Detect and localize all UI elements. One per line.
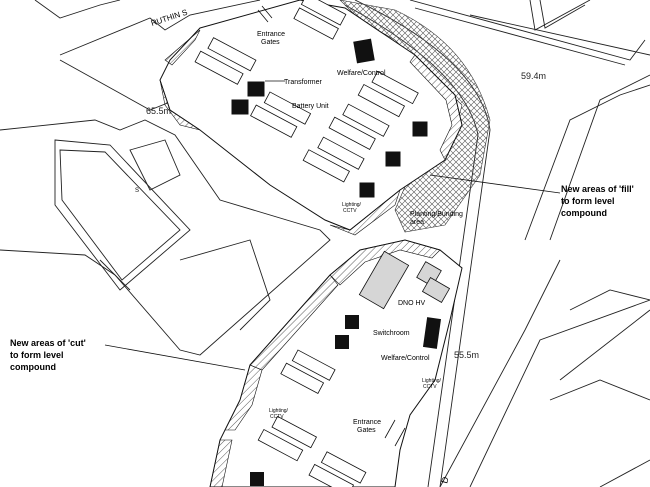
level-labels: 65.5m 59.4m 55.5m — [146, 71, 546, 360]
label-planting-2: area — [410, 219, 424, 226]
label-transformer: Transformer — [284, 79, 323, 86]
north-transformers — [231, 81, 428, 198]
fill-annotation-line-2: to form level — [561, 196, 615, 206]
label-lighting-south-1: Lighting/ — [422, 378, 442, 384]
cut-annotation: New areas of 'cut' to form level compoun… — [10, 338, 86, 372]
street-name: RUTHIN S — [150, 8, 189, 28]
level-east-top: 59.4m — [521, 71, 546, 81]
label-welfare-north: Welfare/Control — [337, 70, 386, 77]
level-east-mid: 55.5m — [454, 350, 479, 360]
fill-annotation-line-3: compound — [561, 208, 607, 218]
label-lighting-mid-1: Lighting/ — [269, 408, 289, 414]
label-entrance-south-1: Entrance — [353, 419, 381, 426]
dno-hv-building — [416, 261, 451, 303]
label-dno: DNO HV — [398, 300, 426, 307]
label-entrance-north-2: Gates — [261, 39, 280, 46]
label-switchroom: Switchroom — [373, 330, 410, 337]
south-battery-rows — [257, 349, 367, 487]
label-lighting-mid-2: CCTV — [270, 414, 284, 420]
level-west: 65.5m — [146, 106, 171, 116]
cut-annotation-line-1: New areas of 'cut' — [10, 338, 86, 348]
welfare-south-unit — [422, 317, 442, 349]
road-mark: D — [439, 475, 450, 484]
entrance-gates-south — [384, 419, 406, 447]
fill-annotation-line-1: New areas of 'fill' — [561, 184, 634, 194]
label-welfare-south: Welfare/Control — [381, 355, 430, 362]
south-transformers — [250, 315, 359, 486]
label-entrance-south-2: Gates — [357, 427, 376, 434]
label-lighting-south-2: CCTV — [423, 384, 437, 390]
cut-annotation-line-2: to form level — [10, 350, 64, 360]
fill-annotation: New areas of 'fill' to form level compou… — [561, 184, 634, 218]
small-mark: S — [135, 188, 139, 194]
label-lighting-north-1: Lighting/ — [342, 202, 362, 208]
cut-annotation-line-3: compound — [10, 362, 56, 372]
entrance-gates-north — [257, 5, 273, 23]
label-entrance-north-1: Entrance — [257, 31, 285, 38]
welfare-north-unit — [353, 38, 375, 64]
leader-lines — [104, 80, 561, 371]
north-battery-rows — [194, 0, 419, 183]
label-battery-unit: Battery Unit — [292, 103, 329, 110]
label-lighting-north-2: CCTV — [343, 208, 357, 214]
switchroom — [358, 250, 410, 310]
label-planting-1: Planting/Bunding — [410, 211, 463, 218]
